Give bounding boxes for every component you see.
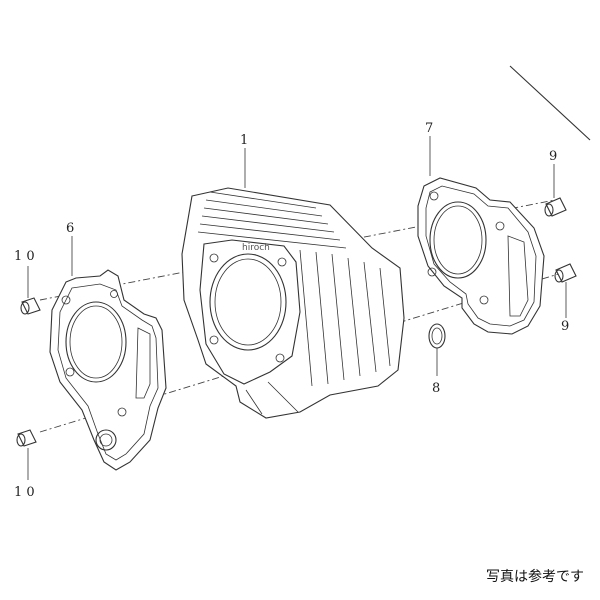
cylinder-block-part-1 xyxy=(181,187,405,419)
gasket-part-7 xyxy=(417,177,545,335)
dowel-pin-part-9-top xyxy=(544,197,567,217)
dowel-pin-part-10-top xyxy=(20,297,41,315)
watermark-text: hiroch xyxy=(242,243,270,253)
label-part-10-top: 1 0 xyxy=(14,249,35,264)
label-part-7: 7 xyxy=(425,121,433,136)
reference-photo-caption: 写真は参考です xyxy=(486,569,584,585)
dowel-pin-part-9-bottom xyxy=(554,263,577,283)
label-part-6: 6 xyxy=(66,221,74,236)
label-part-10-bottom: 1 0 xyxy=(14,485,35,500)
label-part-9-bottom: 9 xyxy=(561,319,569,334)
dowel-pin-part-10-bottom xyxy=(16,429,37,447)
o-ring-part-8 xyxy=(428,323,446,349)
frame-diagonal-line xyxy=(509,65,591,141)
leader-lines xyxy=(27,136,567,480)
label-part-1: 1 xyxy=(240,133,248,148)
label-part-9-top: 9 xyxy=(549,149,557,164)
label-part-8: 8 xyxy=(432,381,440,396)
gasket-part-6 xyxy=(49,269,167,471)
